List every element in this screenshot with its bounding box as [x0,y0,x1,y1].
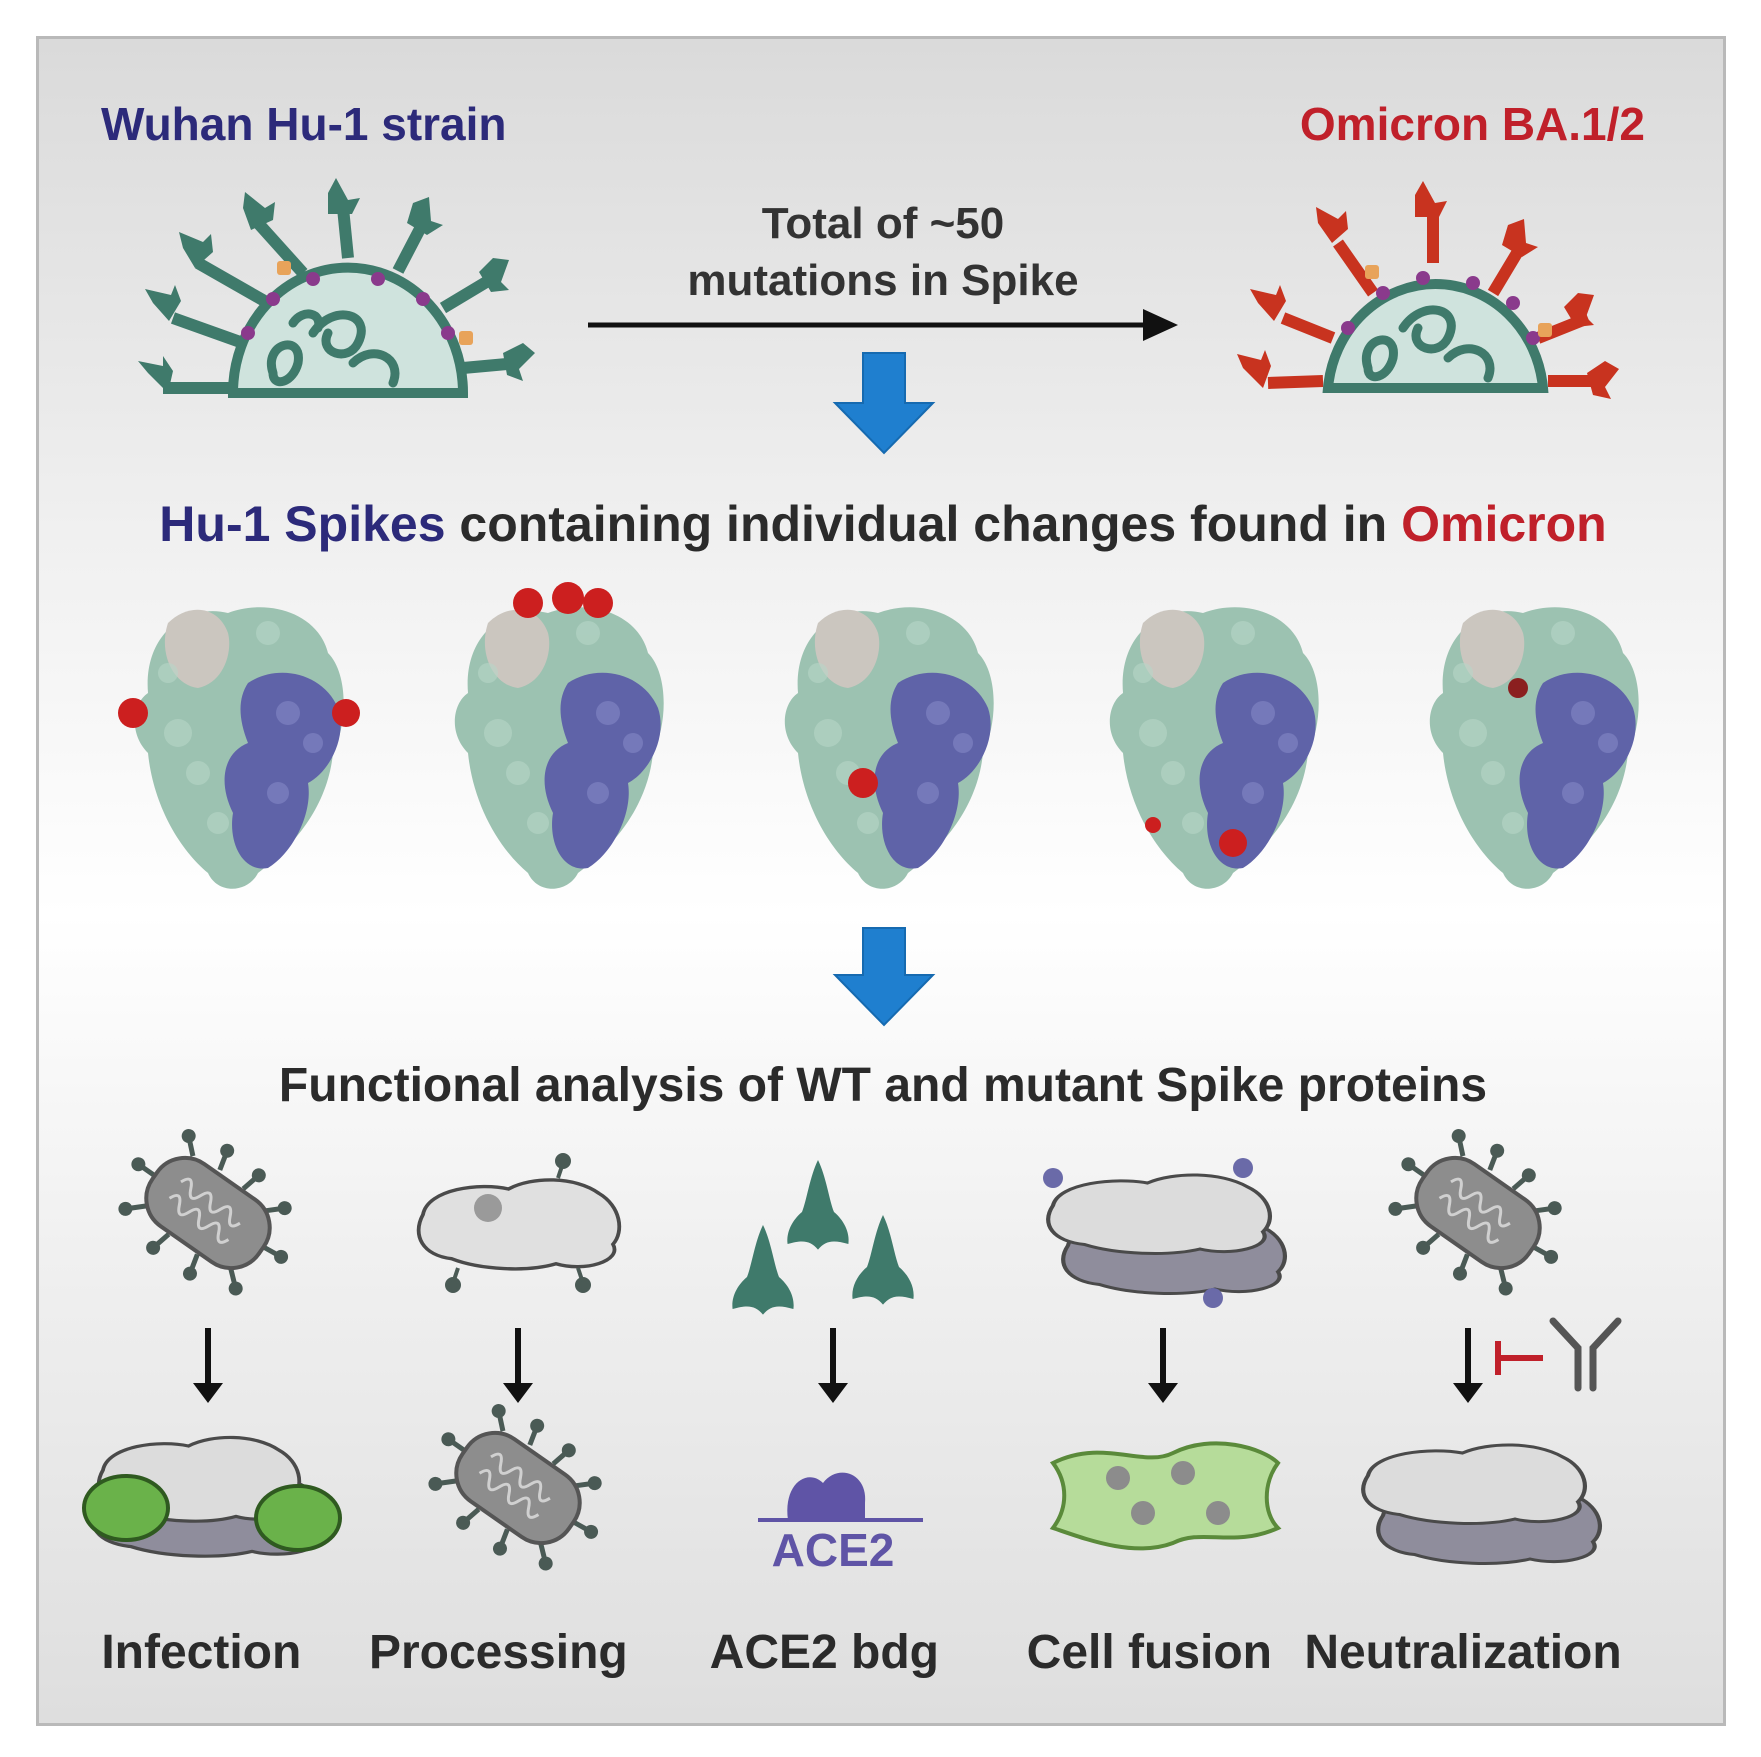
omicron-strain-label: Omicron BA.1/2 [1300,98,1645,150]
down-arrow-icon [1453,1328,1483,1403]
fused-cell-icon [1049,1441,1282,1551]
spike-trimer-icon [784,607,994,889]
soluble-spike-icon [732,1160,914,1315]
spike-trimer-icon [454,582,664,889]
cell-icon [416,1153,622,1293]
down-arrow-icon [1148,1328,1178,1403]
neutralization-assay [1363,1104,1622,1564]
virus-omicron-icon [1237,181,1619,399]
assay-label-infection: Infection [101,1626,301,1679]
virus-hu1-icon [138,178,535,398]
mutations-count-text: Total of ~50 [762,199,1004,248]
graphical-abstract: Wuhan Hu-1 strain Omicron BA.1/2 [36,36,1726,1726]
pseudovirus-icon [404,1379,633,1596]
assay-label-cell-fusion: Cell fusion [1027,1626,1272,1679]
mutation-arrow: Total of ~50 mutations in Spike [588,199,1178,341]
assay-label-ace2-bdg: ACE2 bdg [710,1626,939,1679]
cell-icon [1363,1445,1600,1563]
spike-trimer-icon [1109,607,1319,889]
wuhan-strain-label: Wuhan Hu-1 strain [101,98,507,150]
diagram-canvas: Wuhan Hu-1 strain Omicron BA.1/2 [82,98,1645,1679]
antibody-icon [1549,1317,1622,1392]
mutations-location-text: mutations in Spike [687,256,1078,305]
down-arrow-icon [832,927,936,1027]
pseudovirus-icon [94,1104,323,1321]
cell-icon [1043,1158,1285,1308]
pseudovirus-icon [1364,1104,1593,1321]
processing-assay [404,1153,633,1596]
assay-label-neutralization: Neutralization [1304,1626,1621,1679]
down-arrow-icon [818,1328,848,1403]
cell-icon [82,1435,342,1556]
spikes-heading: Hu-1 Spikes containing individual change… [159,496,1606,552]
spike-trimer-icon [1429,607,1639,889]
analysis-heading: Functional analysis of WT and mutant Spi… [279,1059,1487,1112]
ace2-receptor-icon [758,1472,923,1522]
down-arrow-icon [832,352,936,455]
ace2-label: ACE2 [772,1524,895,1576]
down-arrow-icon [193,1328,223,1403]
assay-label-processing: Processing [369,1626,628,1679]
inhibition-icon [1495,1341,1543,1375]
ace2-binding-assay: ACE2 [732,1160,923,1576]
down-arrow-icon [503,1328,533,1403]
assay-labels: Infection Processing ACE2 bdg Cell fusio… [101,1626,1621,1679]
spike-trimer-icon [118,607,360,889]
cell-fusion-assay [1043,1158,1285,1551]
infection-assay [82,1104,342,1556]
